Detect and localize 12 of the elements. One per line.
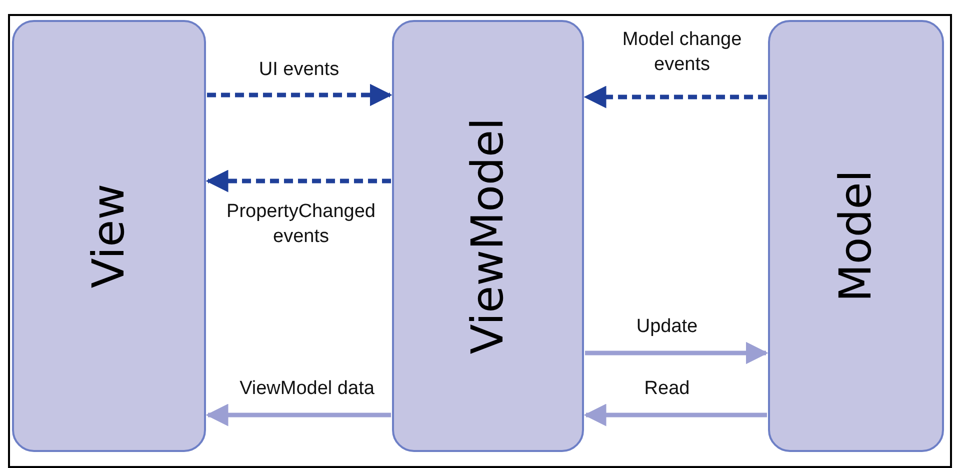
- component-label: ViewModel: [462, 118, 514, 354]
- arrow: [206, 404, 391, 426]
- component-box: [12, 20, 206, 452]
- component-box: [392, 20, 584, 452]
- arrow: [206, 170, 391, 192]
- arrow: [585, 342, 768, 364]
- arrow: [584, 404, 767, 426]
- component-label: View: [84, 184, 134, 288]
- component-label: Model: [830, 170, 882, 302]
- component-box: [768, 20, 944, 452]
- arrow: [584, 86, 767, 108]
- arrow: [207, 84, 392, 106]
